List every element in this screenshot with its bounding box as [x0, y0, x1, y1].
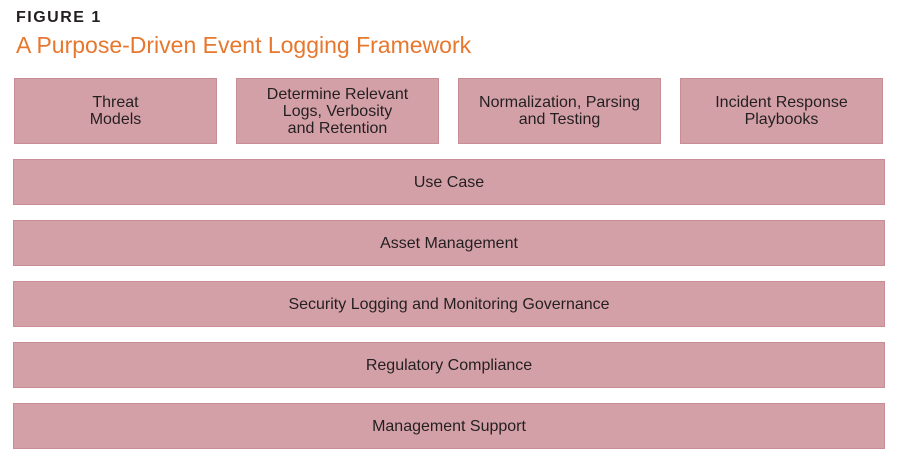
- management-support-layer: Management Support: [13, 403, 885, 449]
- use-case-label: Use Case: [413, 173, 485, 191]
- management-support-label: Management Support: [372, 417, 526, 435]
- figure-label: FIGURE 1: [16, 9, 102, 26]
- incident-response-box: Incident Response Playbooks: [680, 78, 883, 144]
- asset-management-label: Asset Management: [380, 234, 518, 252]
- regulatory-compliance-label: Regulatory Compliance: [365, 356, 533, 374]
- asset-management-layer: Asset Management: [13, 220, 885, 266]
- governance-layer: Security Logging and Monitoring Governan…: [13, 281, 885, 327]
- incident-response-label: Incident Response Playbooks: [715, 94, 848, 128]
- threat-models-box: Threat Models: [14, 78, 217, 144]
- determine-logs-label: Determine Relevant Logs, Verbosity and R…: [266, 85, 409, 137]
- normalization-box: Normalization, Parsing and Testing: [458, 78, 661, 144]
- normalization-label: Normalization, Parsing and Testing: [479, 94, 640, 128]
- determine-logs-box: Determine Relevant Logs, Verbosity and R…: [236, 78, 439, 144]
- use-case-layer: Use Case: [13, 159, 885, 205]
- figure-title: A Purpose-Driven Event Logging Framework: [16, 32, 472, 58]
- governance-label: Security Logging and Monitoring Governan…: [288, 295, 610, 313]
- threat-models-label: Threat Models: [89, 94, 142, 128]
- regulatory-compliance-layer: Regulatory Compliance: [13, 342, 885, 388]
